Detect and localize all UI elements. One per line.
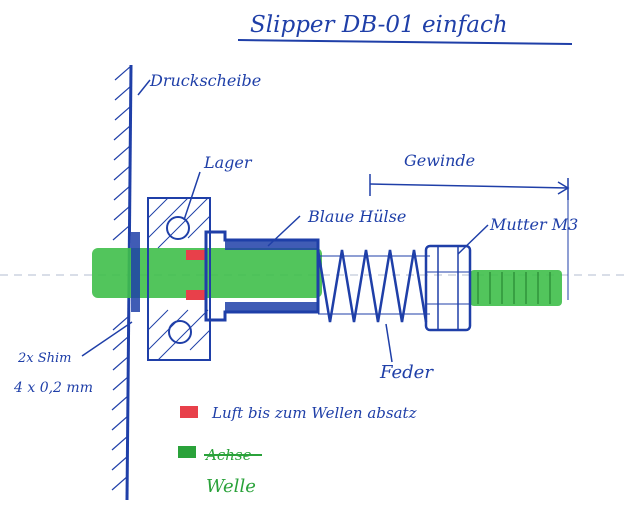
feder-label: Feder — [379, 362, 434, 383]
druckscheibe-leader — [137, 79, 151, 96]
legend-red-text: Luft bis zum Wellen absatz — [211, 404, 417, 422]
blaue-huelse-label: Blaue Hülse — [307, 207, 406, 226]
shim — [131, 232, 140, 312]
mutter-leader — [457, 224, 489, 255]
blue-sleeve — [204, 230, 320, 322]
pressure-plate — [111, 64, 133, 501]
shim-label-line2: 4 x 0,2 mm — [13, 380, 93, 396]
legend-green-text: Welle — [206, 476, 256, 497]
nut — [424, 244, 472, 332]
spring — [316, 249, 430, 323]
legend: Luft bis zum Wellen absatz Achse Welle — [178, 404, 417, 497]
legend-red-swatch — [180, 406, 198, 418]
lager-label: Lager — [203, 153, 253, 172]
gewinde-label: Gewinde — [404, 151, 475, 170]
bearing — [147, 197, 211, 361]
thread-dimension — [369, 174, 570, 300]
legend-green-swatch — [178, 446, 196, 458]
gap-mark-bottom — [186, 290, 206, 300]
feder-leader — [385, 323, 393, 363]
druckscheibe-label: Druckscheibe — [149, 71, 261, 90]
shim-label-line1: 2x Shim — [17, 351, 72, 366]
mutter-label: Mutter M3 — [489, 215, 578, 234]
title-underline — [237, 39, 573, 45]
huelse-leader — [267, 215, 301, 247]
page-title: Slipper DB-01 einfach — [250, 12, 508, 38]
shim-leader — [81, 321, 133, 357]
gap-mark-top — [186, 250, 206, 260]
lager-leader — [183, 171, 201, 221]
